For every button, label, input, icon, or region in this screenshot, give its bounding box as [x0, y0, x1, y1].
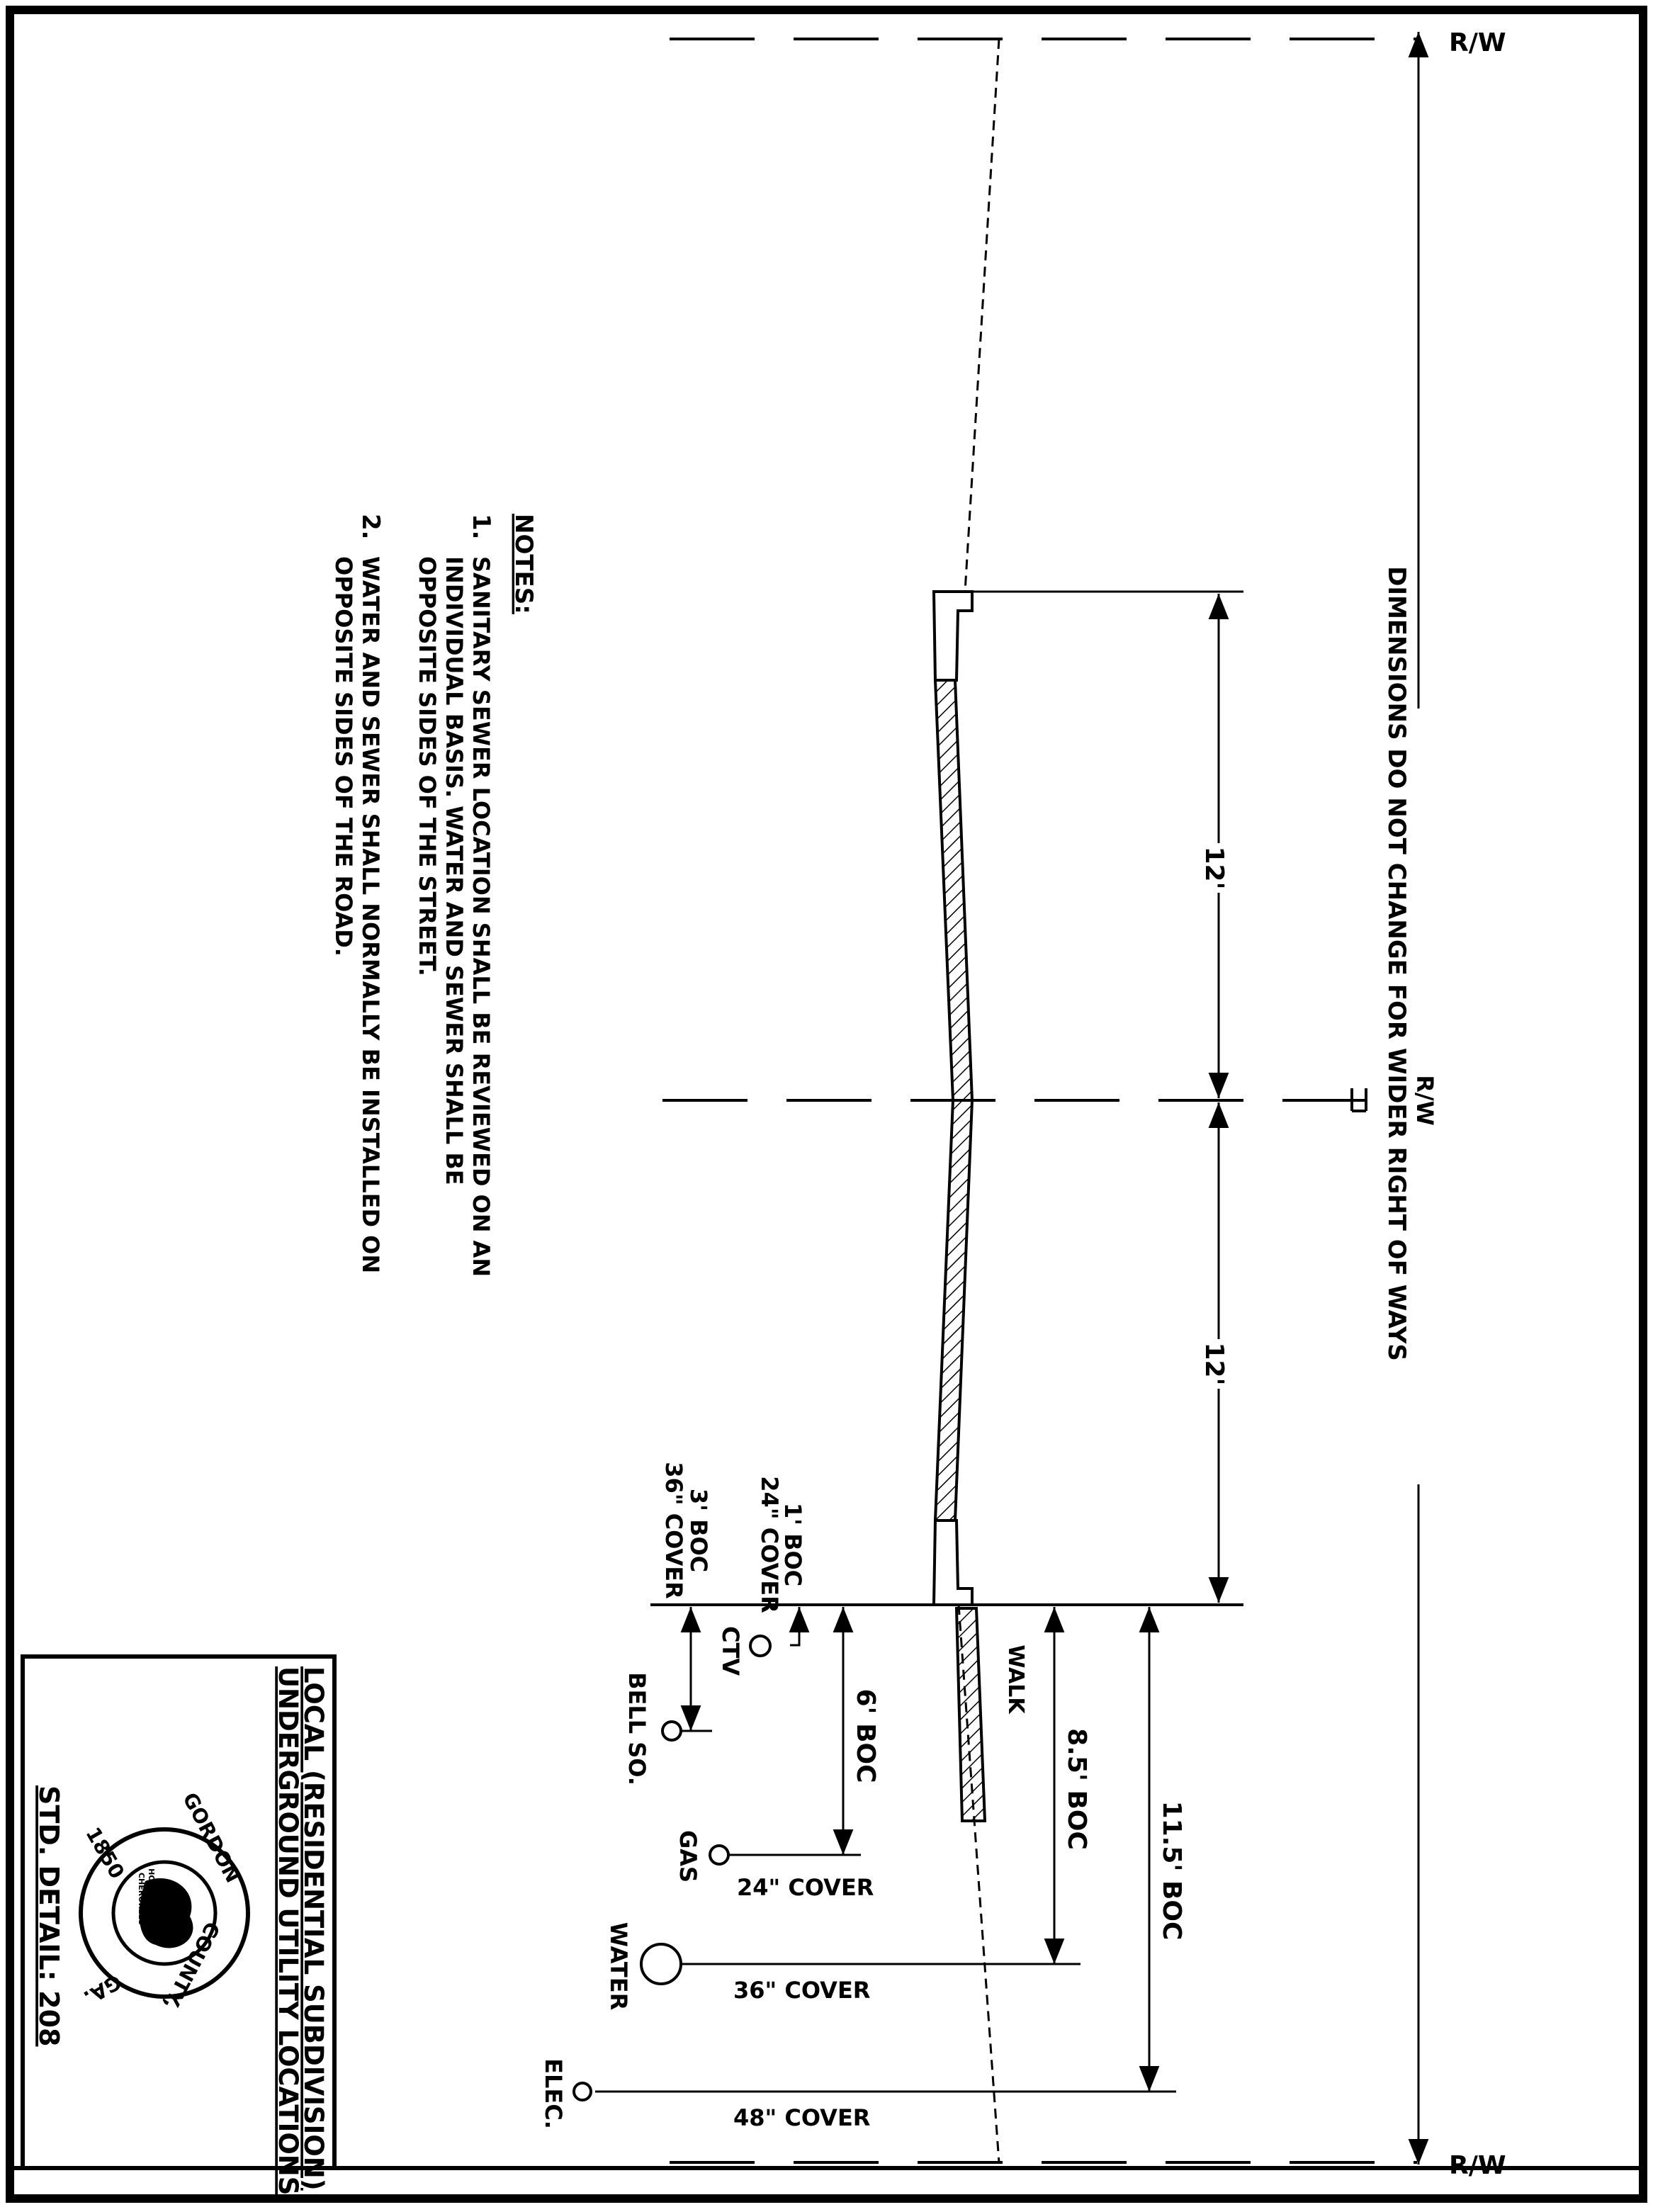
water-cover: 36" COVER: [733, 1977, 870, 2004]
ground-line: [957, 38, 1000, 2163]
sheet-border: [6, 6, 1647, 2203]
svg-text:HOME OF THE: HOME OF THE: [147, 1868, 156, 1929]
water-label: WATER: [605, 1922, 632, 2010]
detail-number: STD. DETAIL: 208: [33, 1785, 64, 2046]
title-line2: UNDERGROUND UTILITY LOCATIONS: [273, 1666, 303, 2195]
gas-label: GAS: [675, 1830, 701, 1883]
note1-line3: OPPOSITE SIDES OF THE STREET.: [414, 556, 441, 976]
ctv-conduit: [749, 1635, 772, 1657]
ctv-label: CTV: [717, 1626, 744, 1676]
bell-conduit: [661, 1720, 682, 1742]
lane-width-lower: 12': [1200, 1342, 1229, 1385]
bell-offset-line1: 3' BOC: [685, 1489, 712, 1572]
sidewalk: [954, 1607, 987, 1822]
note2-number: 2.: [356, 514, 385, 540]
gas-pipe: [709, 1844, 730, 1866]
lane-width-upper: 12': [1200, 846, 1229, 889]
elec-cover: 48" COVER: [733, 2104, 870, 2131]
note1-line2: INDIVIDUAL BASIS. WATER AND SEWER SHALL …: [441, 556, 468, 1185]
elec-label: ELEC.: [540, 2058, 567, 2129]
title-line1: LOCAL (RESIDENTIAL SUBDIVISION): [298, 1666, 329, 2191]
note1-line1: SANITARY SEWER LOCATION SHALL BE REVIEWE…: [468, 556, 495, 1277]
ctv-offset-leader: [789, 1607, 810, 1647]
bell-offset-line2: 36" COVER: [660, 1462, 687, 1598]
boc-8-5-label: 8.5' BOC: [1062, 1728, 1091, 1850]
boc-6-label: 6' BOC: [851, 1688, 880, 1783]
walk-label: WALK: [1003, 1644, 1028, 1715]
elec-conduit: [572, 2082, 592, 2101]
curb-top: [932, 590, 974, 682]
row-label-bottom: R/W: [1449, 2151, 1506, 2180]
note2-line1: WATER AND SEWER SHALL NORMALLY BE INSTAL…: [357, 556, 384, 1273]
note2-line2: OPPOSITE SIDES OF THE ROAD.: [330, 556, 357, 957]
water-pipe: [640, 1943, 682, 1985]
svg-text:CHEROKEES: CHEROKEES: [137, 1873, 146, 1925]
ctv-offset-line1: 1' BOC: [779, 1503, 806, 1586]
curb-bottom: [932, 1519, 974, 1606]
centerline-symbol: [1350, 1088, 1367, 1112]
notes-heading: NOTES:: [509, 514, 538, 614]
boc-11-5-label: 11.5' BOC: [1157, 1801, 1186, 1941]
note1-number: 1.: [467, 514, 495, 540]
dimension-note: DIMENSIONS DO NOT CHANGE FOR WIDER RIGHT…: [1382, 566, 1411, 1361]
centerline-row-label: R/W: [1411, 1075, 1438, 1126]
ctv-offset-line2: 24" COVER: [756, 1476, 783, 1613]
row-label-top: R/W: [1449, 28, 1506, 57]
bell-label: BELL SO.: [624, 1672, 650, 1785]
gas-cover: 24" COVER: [737, 1874, 874, 1901]
